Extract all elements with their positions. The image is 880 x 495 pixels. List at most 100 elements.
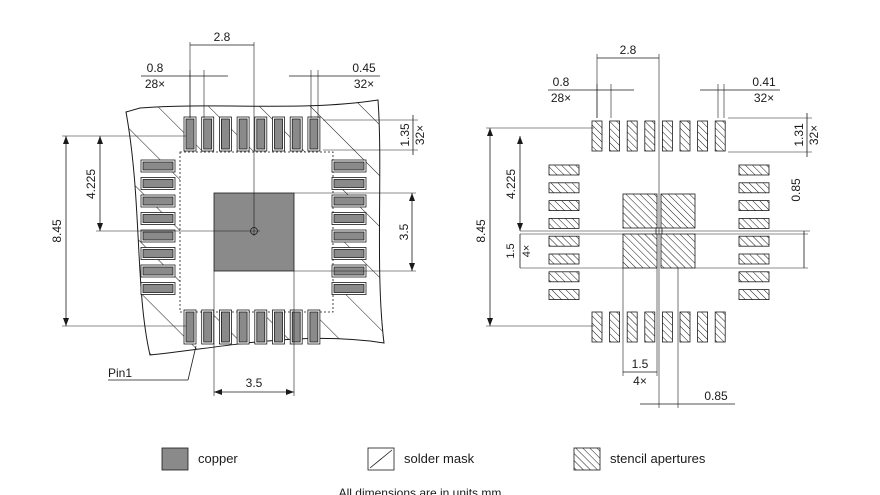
pad-bottom	[185, 311, 195, 343]
legend-copper: copper	[198, 451, 238, 466]
aperture-left	[548, 182, 580, 194]
right-dim-pad-length: 1.31	[792, 123, 806, 147]
right-dim-aperture-count-bottom: 4×	[633, 374, 647, 388]
pad-left	[142, 266, 174, 276]
pad-right	[333, 179, 365, 188]
legend-solder-mask: solder mask	[404, 451, 475, 466]
pad-bottom	[309, 311, 319, 343]
aperture-top	[662, 120, 673, 152]
pad-left	[142, 284, 174, 293]
pad-left	[142, 196, 174, 206]
pad-bottom	[291, 311, 301, 343]
aperture-left	[548, 217, 580, 229]
pad-left	[142, 249, 174, 258]
solder-mask-swatch-icon	[367, 447, 395, 471]
aperture-left	[548, 253, 580, 265]
aperture-left	[548, 271, 580, 283]
aperture-right	[738, 235, 770, 247]
aperture-bottom	[714, 311, 726, 343]
thermal-apertures	[622, 193, 696, 269]
aperture-left	[548, 289, 580, 301]
pad-bottom	[203, 311, 213, 343]
pin1-label: Pin1	[108, 366, 132, 380]
pad-bottom	[238, 311, 248, 343]
pad-left	[142, 179, 174, 188]
aperture-right	[738, 164, 770, 176]
right-dim-aperture-count: 4×	[521, 245, 533, 258]
aperture-bottom	[609, 311, 620, 343]
aperture-top	[591, 120, 603, 152]
right-dim-aperture-size: 1.5	[505, 243, 517, 258]
aperture-left	[548, 200, 580, 212]
aperture-right	[738, 182, 770, 194]
pad-left	[142, 161, 174, 171]
aperture-top	[679, 120, 691, 152]
copper-swatch-icon	[161, 447, 189, 471]
aperture-top	[697, 120, 708, 152]
right-dim-spacing-count: 32×	[754, 91, 774, 105]
pad-right	[333, 161, 365, 171]
footer-note: All dimensions are in units mm	[339, 486, 502, 495]
aperture-right	[738, 253, 770, 265]
aperture-top	[644, 120, 656, 152]
aperture-bottom	[662, 311, 673, 343]
right-dim-pad-width-count: 28×	[551, 91, 571, 105]
pad-bottom	[274, 311, 283, 343]
aperture-top	[626, 120, 638, 152]
left-dim-pad-length: 1.35	[398, 123, 412, 147]
aperture-right	[738, 217, 770, 229]
left-dim-thermal-height: 3.5	[397, 223, 411, 240]
aperture-left	[548, 164, 580, 176]
left-dim-thermal-width: 3.5	[246, 376, 263, 390]
pad-top	[203, 118, 213, 150]
aperture-bottom	[679, 311, 691, 343]
aperture-bottom	[591, 311, 603, 343]
left-dim-pad-width: 0.8	[147, 61, 164, 75]
pad-top	[256, 118, 266, 150]
pad-right	[333, 284, 365, 293]
aperture-top	[714, 120, 726, 152]
aperture-right	[738, 289, 770, 301]
left-dim-spacing-count: 32×	[354, 77, 374, 91]
right-dim-pad-length-count: 32×	[807, 125, 821, 145]
pad-top	[220, 118, 230, 150]
left-dim-pad-length-count: 32×	[413, 125, 427, 145]
left-dim-spacing: 0.45	[352, 61, 376, 75]
pad-bottom	[256, 311, 266, 343]
right-view: 2.8 0.8 28× 0.41 32× 1.31 32× 4.225 8.45…	[474, 43, 821, 408]
left-view: 2.8 0.8 28× 0.45 32× 1.35 32× 4.225 8.45…	[50, 30, 427, 396]
pad-bottom	[220, 311, 230, 343]
right-dim-pitch: 2.8	[620, 43, 637, 57]
aperture-right	[738, 271, 770, 283]
pad-right	[333, 231, 365, 241]
right-dim-aperture-size-bottom: 1.5	[632, 357, 649, 371]
left-dim-pitch: 2.8	[214, 30, 231, 44]
pad-right	[333, 214, 365, 223]
pad-right	[333, 249, 365, 258]
legend-stencil: stencil apertures	[610, 451, 706, 466]
left-dim-overall: 8.45	[50, 219, 64, 243]
aperture-bottom	[626, 311, 638, 343]
aperture-right	[738, 200, 770, 212]
right-dim-aperture-gap: 0.85	[789, 178, 803, 202]
pad-top	[185, 118, 195, 150]
right-dim-spacing: 0.41	[752, 75, 776, 89]
right-dim-center-offset: 4.225	[504, 169, 518, 199]
pad-left	[142, 231, 174, 241]
legend: copper solder mask stencil apertures	[161, 447, 706, 471]
left-pads	[140, 116, 367, 345]
right-dim-aperture-gap-bottom: 0.85	[704, 389, 728, 403]
aperture-top	[609, 120, 620, 152]
pad-top	[291, 118, 301, 150]
pad-right	[333, 196, 365, 206]
left-dim-pad-width-count: 28×	[145, 77, 165, 91]
pad-top	[238, 118, 248, 150]
aperture-left	[548, 235, 580, 247]
pad-left	[142, 214, 174, 223]
pad-top	[309, 118, 319, 150]
right-dim-pad-width: 0.8	[553, 75, 570, 89]
aperture-bottom	[697, 311, 708, 343]
pad-top	[274, 118, 283, 150]
stencil-swatch-icon	[573, 447, 601, 471]
